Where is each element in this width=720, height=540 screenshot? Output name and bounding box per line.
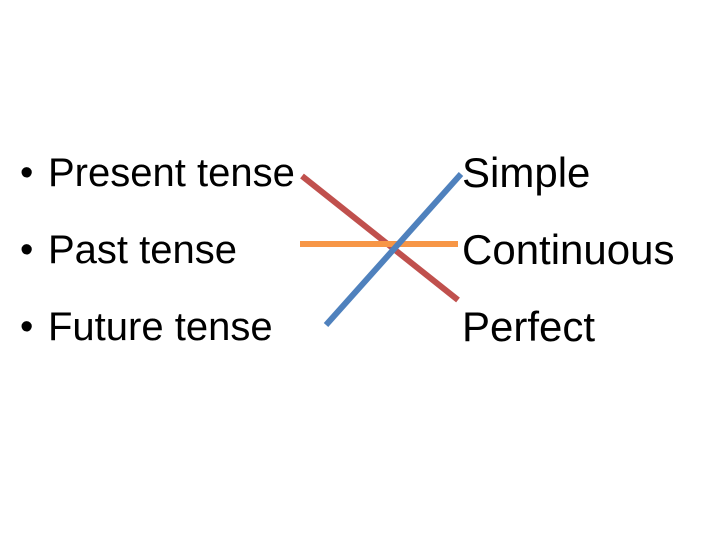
continuous-label: Continuous xyxy=(462,225,675,273)
connector-future-to-simple xyxy=(323,172,464,327)
future-tense-label: Future tense xyxy=(48,304,273,349)
list-item-past-tense: • Past tense xyxy=(20,211,295,288)
bullet-icon: • xyxy=(20,151,34,194)
aspect-list: Simple Continuous Perfect xyxy=(462,134,674,365)
bullet-icon: • xyxy=(20,305,34,348)
bullet-icon: • xyxy=(20,228,34,271)
connector-present-to-perfect xyxy=(300,173,460,303)
present-tense-label: Present tense xyxy=(48,150,295,195)
list-item-future-tense: • Future tense xyxy=(20,288,295,365)
simple-label: Simple xyxy=(462,148,591,196)
past-tense-label: Past tense xyxy=(48,227,238,272)
tense-list: • Present tense • Past tense • Future te… xyxy=(20,134,295,365)
perfect-label: Perfect xyxy=(462,302,596,350)
list-item-present-tense: • Present tense xyxy=(20,134,295,211)
